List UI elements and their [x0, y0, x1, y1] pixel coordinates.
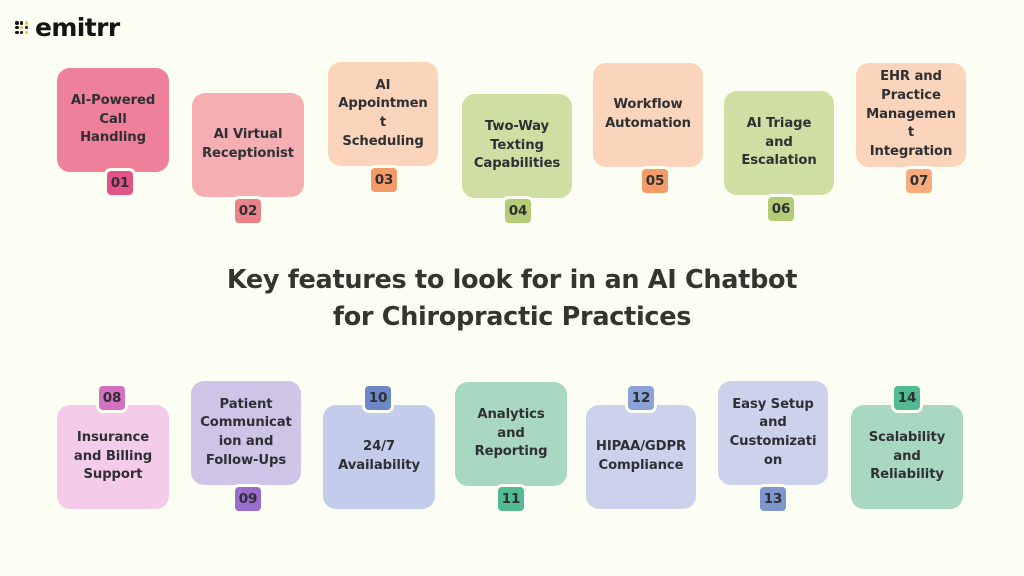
feature-card-label: 24/7 Availability — [338, 439, 420, 473]
emitrr-logo: emitrr — [12, 13, 120, 41]
feature-card-number-badge[interactable]: 08 — [96, 383, 128, 413]
feature-card-number-badge[interactable]: 10 — [362, 383, 394, 413]
feature-card[interactable]: HIPAA/GDPR Compliance — [586, 405, 696, 509]
feature-card-number-badge[interactable]: 02 — [232, 196, 264, 226]
feature-card[interactable]: Workflow Automation — [593, 63, 703, 167]
feature-card-number-badge[interactable]: 03 — [368, 165, 400, 195]
feature-card-number-badge[interactable]: 04 — [502, 196, 534, 226]
feature-card[interactable]: EHR and Practice Management Integration — [856, 63, 966, 167]
feature-card[interactable]: Scalability and Reliability — [851, 405, 963, 509]
feature-card[interactable]: Easy Setup and Customization — [718, 381, 828, 485]
page-title-line-1: Key features to look for in an AI Chatbo… — [226, 265, 798, 295]
feature-card-label: AI Triage and Escalation — [741, 115, 817, 169]
feature-card[interactable]: AI Appointment Scheduling — [328, 62, 438, 166]
feature-card[interactable]: Two-Way Texting Capabilities — [462, 94, 572, 198]
feature-card-label: AI Virtual Receptionist — [201, 127, 295, 161]
feature-card[interactable]: 24/7 Availability — [323, 405, 435, 509]
dot-matrix-icon — [12, 17, 32, 37]
feature-card-label: Workflow Automation — [605, 97, 691, 131]
feature-card-label: Analytics and Reporting — [474, 406, 548, 460]
feature-card[interactable]: Insurance and Billing Support — [57, 405, 169, 509]
feature-card-label: Insurance and Billing Support — [73, 429, 153, 483]
feature-card-number-badge[interactable]: 14 — [891, 383, 923, 413]
feature-card-label: Two-Way Texting Capabilities — [473, 118, 561, 172]
feature-card-label: Patient Communication and Follow-Ups — [200, 396, 292, 468]
feature-card-number-badge[interactable]: 11 — [495, 484, 527, 514]
feature-card-label: EHR and Practice Management Integration — [866, 69, 956, 160]
feature-card-number-badge[interactable]: 07 — [903, 166, 935, 196]
feature-card-number-badge[interactable]: 05 — [639, 166, 671, 196]
feature-card[interactable]: AI-Powered Call Handling — [57, 68, 169, 172]
feature-card[interactable]: AI Virtual Receptionist — [192, 93, 304, 197]
feature-card-number-badge[interactable]: 06 — [765, 194, 797, 224]
feature-card-label: Scalability and Reliability — [868, 429, 946, 483]
feature-card-label: AI Appointment Scheduling — [338, 77, 428, 149]
feature-card-label: Easy Setup and Customization — [729, 396, 817, 468]
feature-card[interactable]: AI Triage and Escalation — [724, 91, 834, 195]
feature-card-label: HIPAA/GDPR Compliance — [595, 439, 687, 473]
feature-card-number-badge[interactable]: 09 — [232, 484, 264, 514]
page-title-line-2: for Chiropractic Practices — [332, 301, 692, 332]
page-title: Key features to look for in an AI Chatbo… — [0, 262, 1024, 336]
feature-card-number-badge[interactable]: 13 — [757, 484, 789, 514]
brand-name: emitrr — [35, 12, 120, 42]
feature-card[interactable]: Analytics and Reporting — [455, 382, 567, 486]
feature-card-number-badge[interactable]: 12 — [625, 383, 657, 413]
feature-card[interactable]: Patient Communication and Follow-Ups — [191, 381, 301, 485]
feature-card-label: AI-Powered Call Handling — [70, 92, 156, 146]
feature-card-number-badge[interactable]: 01 — [104, 168, 136, 198]
